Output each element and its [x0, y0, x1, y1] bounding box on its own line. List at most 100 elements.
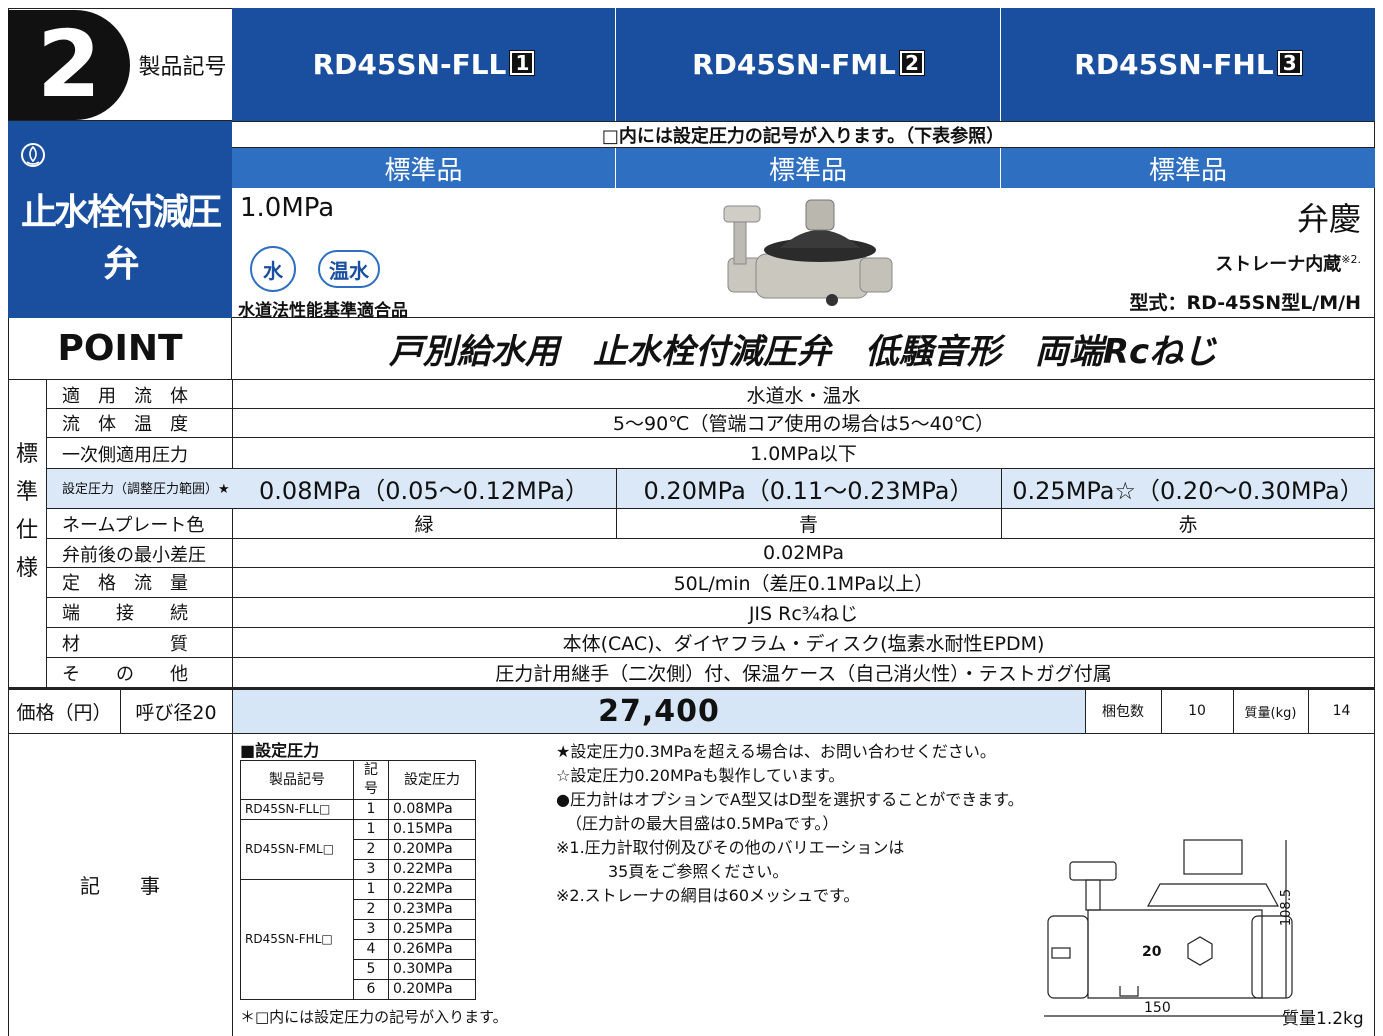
model-name-1: RD45SN-FLL	[312, 48, 507, 81]
water-badge: 水	[250, 246, 296, 292]
dim-height: 108.5	[1279, 888, 1295, 927]
spec-label-flow: 定 格 流 量	[62, 573, 188, 594]
tg1-r1-val: 0.08MPa	[388, 799, 476, 820]
spec-value-material: 本体(CAC)、ダイヤフラム・ディスク(塩素水耐性EPDM)	[562, 632, 1045, 655]
tg3-r4-val: 0.26MPa	[388, 939, 476, 960]
set-pressure-2: 0.20MPa（0.11～0.23MPa）	[643, 476, 974, 505]
model-type: 型式：RD-45SN型L/M/H	[1129, 292, 1361, 314]
th-pressure: 設定圧力	[388, 760, 476, 800]
note-line-1: ★設定圧力0.3MPaを超える場合は、お問い合わせください。	[556, 742, 996, 761]
tg3-r1-val: 0.22MPa	[388, 879, 476, 900]
tg3-model: RD45SN-FHL□	[240, 879, 354, 1000]
spec-label-plate: ネームプレート色	[62, 515, 205, 536]
set-pressure-table: 製品記号 記号 設定圧力 RD45SN-FLL□ 1 0.08MPa RD45S…	[240, 760, 476, 1000]
th-model: 製品記号	[240, 760, 354, 800]
tg2-r1-val: 0.15MPa	[388, 819, 476, 840]
spec-group-char-4: 様	[15, 556, 38, 581]
tg2-r2-code: 2	[353, 839, 389, 860]
point-label: POINT	[8, 318, 232, 380]
spec-group-char-2: 準	[15, 480, 38, 505]
note-line-6: 35頁をご参照ください。	[608, 862, 789, 881]
notes-section	[8, 733, 1375, 1036]
spec-label-diff: 弁前後の最小差圧	[62, 545, 206, 566]
note-lines: ★設定圧力0.3MPaを超える場合は、お問い合わせください。 ☆設定圧力0.20…	[556, 740, 1024, 908]
set-pressure-row-bg	[47, 469, 1374, 508]
section-number: 2	[36, 11, 101, 118]
spec-table	[8, 380, 1375, 688]
spec-label-fluid: 適 用 流 体	[62, 386, 188, 407]
price-value-bar: 27,400	[233, 690, 1085, 733]
certification: 水道法性能基準適合品	[238, 301, 408, 321]
set-pressure-1: 0.08MPa（0.05～0.12MPa）	[259, 476, 589, 505]
brand-logo: 弁慶	[1296, 200, 1361, 238]
dimension-drawing: 108.5 150 20	[1040, 836, 1320, 1024]
tg3-r2-code: 2	[353, 899, 389, 920]
tg2-r2-val: 0.20MPa	[388, 839, 476, 860]
spec-label-primary: 一次側適用圧力	[62, 445, 188, 466]
product-row	[232, 188, 1375, 318]
spec-value-primary: 1.0MPa以下	[750, 443, 857, 465]
tg3-r2-val: 0.23MPa	[388, 899, 476, 920]
strainer-built-in: ストレーナ内蔵※2.	[1215, 250, 1361, 276]
nominal-size: 呼び径20	[135, 701, 217, 724]
tg3-r6-val: 0.20MPa	[388, 979, 476, 1000]
tg3-r6-code: 6	[353, 979, 389, 1000]
strainer-note: ※2.	[1341, 253, 1361, 266]
category-panel	[8, 121, 232, 318]
price-value: 27,400	[598, 694, 720, 729]
point-text: 戸別給水用 止水栓付減圧弁 低騒音形 両端Rcねじ	[232, 318, 1375, 380]
model-box-1: 1	[509, 50, 536, 76]
weight-value: 14	[1332, 703, 1351, 719]
spec-label-conn: 端 接 続	[62, 603, 188, 624]
tg3-r4-code: 4	[353, 939, 389, 960]
code-note: □内には設定圧力の記号が入ります。（下表参照）	[232, 121, 1375, 148]
model-box-2: 2	[898, 50, 925, 76]
grade-label-1: 標準品	[232, 148, 616, 188]
tg2-model: RD45SN-FML□	[240, 819, 354, 880]
tg1-model: RD45SN-FLL□	[240, 799, 354, 820]
tg3-r5-code: 5	[353, 959, 389, 980]
hot-water-badge: 温水	[318, 250, 380, 288]
tg3-r5-val: 0.30MPa	[388, 959, 476, 980]
spec-group-char-3: 仕	[15, 518, 38, 543]
tg3-r3-val: 0.25MPa	[388, 919, 476, 940]
note-line-5: ※1.圧力計取付例及びその他のバリエーションは	[556, 838, 905, 857]
pack-value: 10	[1188, 703, 1206, 719]
notes-label: 記 事	[80, 874, 160, 898]
note-line-4: （圧力計の最大目盛は0.5MPaです。）	[566, 814, 839, 833]
spec-value-diff: 0.02MPa	[763, 541, 844, 564]
spec-value-temp: 5～90℃（管端コア使用の場合は5～40℃）	[612, 413, 995, 435]
note-line-7: ※2.ストレーナの網目は60メッシュです。	[556, 886, 860, 905]
plate-color-3: 赤	[1178, 513, 1198, 536]
category-title: 止水栓付減圧弁	[20, 192, 222, 285]
mass: 質量1.2kg	[1282, 1009, 1364, 1029]
note-line-2: ☆設定圧力0.20MPaも製作しています。	[556, 766, 845, 785]
strainer-text: ストレーナ内蔵	[1215, 254, 1342, 275]
set-pressure-table-title: ■設定圧力	[240, 741, 320, 760]
spec-label-temp: 流 体 温 度	[62, 414, 188, 435]
tg1-r1-code: 1	[353, 799, 389, 820]
plate-color-2: 青	[798, 513, 818, 536]
plate-color-1: 緑	[414, 513, 434, 536]
spec-value-other: 圧力計用継手（二次側）付、保温ケース（自己消火性）・テストガグ付属	[495, 663, 1112, 685]
spec-label-other: そ の 他	[62, 664, 188, 685]
tg2-r1-code: 1	[353, 819, 389, 840]
spec-label-set-text: 設定圧力（調整圧力範囲）★	[62, 482, 230, 497]
model-box-3: 3	[1276, 50, 1303, 76]
table-footnote: ＊□内には設定圧力の記号が入ります。	[240, 1008, 508, 1026]
model-name-2: RD45SN-FML	[692, 48, 896, 81]
product-code-label: 製品記号	[138, 55, 227, 80]
model-name-3: RD45SN-FHL	[1074, 48, 1274, 81]
weight-label: 質量(kg)	[1244, 705, 1297, 721]
section-number-badge: 2	[8, 10, 130, 120]
spec-group-label: 標 準 仕 様	[8, 436, 46, 588]
tg2-r3-code: 3	[353, 859, 389, 880]
water-badge-text: 水	[263, 258, 283, 283]
dim-width: 150	[1144, 1000, 1171, 1016]
dim-body-label: 20	[1142, 944, 1162, 960]
spec-value-flow: 50L/min（差圧0.1MPa以上）	[673, 572, 934, 595]
grade-label-2: 標準品	[616, 148, 1001, 188]
